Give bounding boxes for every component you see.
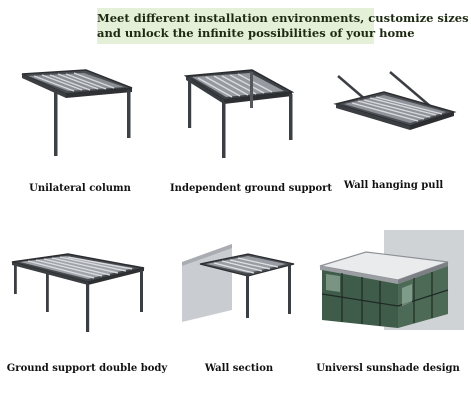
caption-independent-ground-support: Independent ground support [170, 183, 333, 194]
caption-wall-hanging-pull: Wall hanging pull [343, 180, 444, 191]
header-banner: Meet different installation environments… [97, 8, 469, 44]
caption-wall-section: Wall section [204, 363, 274, 374]
caption-ground-support-double-body: Ground support double body [6, 363, 168, 374]
header-line-2: and unlock the infinite possibilities of… [97, 26, 415, 40]
pergola-unilateral-column-image [21, 69, 133, 156]
tile-wall-hanging-pull [326, 66, 461, 166]
header-line-1: Meet different installation environments… [97, 11, 469, 25]
tile-ground-support-double-body [6, 248, 150, 336]
tile-universal-sunshade [312, 228, 464, 330]
pergola-ground-support-double-body-image [11, 253, 145, 332]
pergola-universal-sunshade-image [319, 230, 464, 330]
pergola-wall-section-image [182, 244, 295, 322]
pergola-wall-hanging-pull-image [333, 71, 457, 130]
tile-independent-ground-support [170, 62, 305, 170]
caption-universal-sunshade: Universl sunshade design [316, 363, 460, 374]
tile-wall-section [178, 240, 300, 326]
caption-unilateral-column: Unilateral column [29, 183, 131, 194]
pergola-independent-ground-support-image [183, 69, 295, 158]
tile-unilateral-column [14, 62, 146, 170]
